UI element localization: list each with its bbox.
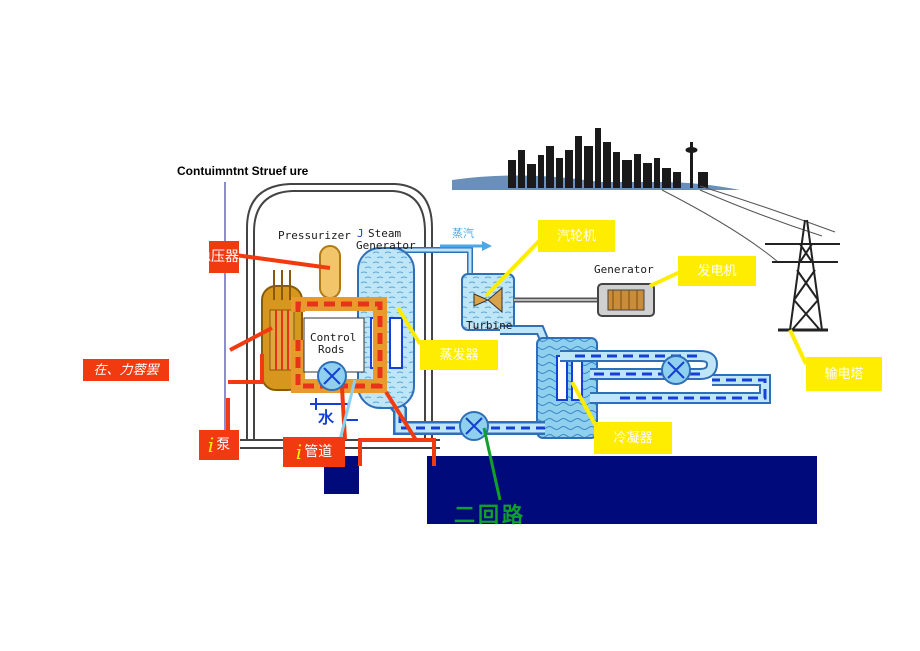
condenser-label: 冷凝器 [594, 422, 672, 454]
generator-icon [597, 283, 655, 317]
pylon-label: 输电塔 [806, 357, 882, 391]
pressurizer-label: 稳压器 [209, 241, 239, 273]
containment-structure-label: Contuimntnt Struef ure [177, 164, 309, 178]
steam-generator-text-2: Generator [356, 239, 416, 252]
city-skyline-icon [452, 128, 740, 190]
generator-label: 发电机 [678, 256, 756, 286]
pipe-mark: i [295, 440, 303, 464]
pressurizer-text: Pressurizer [278, 229, 351, 242]
cooling-water-loop [560, 350, 771, 404]
secondary-loop-label: 二回路 [454, 503, 526, 527]
steam-generator-label: 蒸发器 [420, 340, 498, 370]
pump-icon [459, 411, 489, 441]
turbine-icon [461, 273, 515, 331]
generator-text: Generator [594, 263, 654, 276]
pressure-vessel-label: 在、力蓉罢 [83, 359, 169, 381]
control-rods-text-1: Control [310, 331, 357, 344]
transmission-tower-icon [765, 219, 840, 332]
pump-mark: i [207, 433, 215, 457]
green-leader [482, 427, 502, 501]
control-rods-text-2: Rods [318, 343, 345, 356]
light-blue-leader [338, 379, 357, 441]
feedwater-line [386, 395, 545, 441]
steam-flow-arrow [440, 241, 492, 251]
yellow-leaders [396, 238, 808, 427]
condenser [536, 337, 598, 439]
turbine-label: 汽轮机 [538, 220, 615, 252]
steam-flow-text: 蒸汽 [452, 227, 474, 240]
steam-generator-text-1: Steam [368, 227, 402, 240]
steam-generator-marker: J [357, 227, 364, 240]
primary-loop [291, 297, 387, 393]
pipe-text: 管道 [304, 444, 333, 460]
water-glyph: 水 [318, 408, 335, 427]
power-lines [661, 185, 836, 263]
pump-text: 泵 [216, 437, 231, 453]
turbine-text: Turbine [466, 319, 513, 332]
